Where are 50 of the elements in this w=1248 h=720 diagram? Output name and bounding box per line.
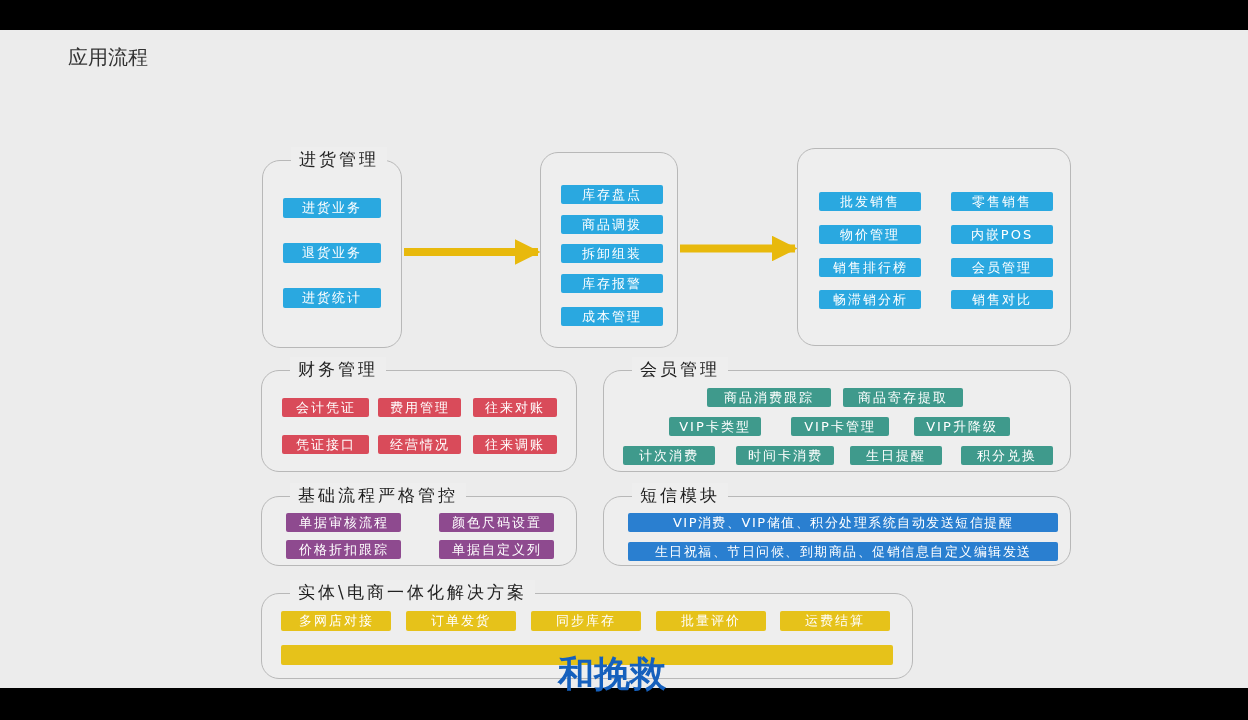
feature-label: 往来调账: [473, 435, 557, 454]
feature-label: 生日提醒: [850, 446, 942, 465]
feature-label: 计次消费: [623, 446, 715, 465]
feature-label: 内嵌POS: [951, 225, 1053, 244]
feature-label: VIP消费、VIP储值、积分处理系统自动发送短信提醒: [628, 513, 1058, 532]
flow-arrow: [404, 239, 541, 265]
feature-label: 畅滞销分析: [819, 290, 921, 309]
group-panel: [540, 152, 678, 348]
panel-heading: 基础流程严格管控: [290, 483, 466, 507]
feature-label: 批量评价: [656, 611, 766, 631]
feature-label: VIP卡类型: [669, 417, 761, 436]
feature-label: 成本管理: [561, 307, 663, 326]
feature-label: 会计凭证: [282, 398, 369, 417]
feature-label: 商品调拨: [561, 215, 663, 234]
feature-label: 凭证接口: [282, 435, 369, 454]
feature-label: 销售排行榜: [819, 258, 921, 277]
feature-label: 进货业务: [283, 198, 381, 218]
feature-label: 库存盘点: [561, 185, 663, 204]
feature-label: 经营情况: [378, 435, 461, 454]
feature-label: 会员管理: [951, 258, 1053, 277]
feature-label: 价格折扣跟踪: [286, 540, 401, 559]
feature-label: VIP卡管理: [791, 417, 889, 436]
subtitle-caption: 和挽救: [558, 652, 666, 696]
feature-label: 多网店对接: [281, 611, 391, 631]
page-title: 应用流程: [68, 44, 148, 71]
flow-arrow: [680, 235, 798, 262]
feature-label: 订单发货: [406, 611, 516, 631]
feature-label: VIP升降级: [914, 417, 1010, 436]
feature-label: 批发销售: [819, 192, 921, 211]
feature-label: 商品消费跟踪: [707, 388, 831, 407]
feature-label: 积分兑换: [961, 446, 1053, 465]
feature-label: 商品寄存提取: [843, 388, 963, 407]
feature-label: 单据自定义列: [439, 540, 554, 559]
feature-label: 拆卸组装: [561, 244, 663, 263]
feature-label: 运费结算: [780, 611, 890, 631]
group-panel: [797, 148, 1071, 346]
feature-label: 销售对比: [951, 290, 1053, 309]
feature-label: 单据审核流程: [286, 513, 401, 532]
feature-label: 往来对账: [473, 398, 557, 417]
feature-label: 退货业务: [283, 243, 381, 263]
feature-label: 进货统计: [283, 288, 381, 308]
panel-heading: 实体\电商一体化解决方案: [290, 580, 535, 604]
feature-label: 零售销售: [951, 192, 1053, 211]
feature-label: 费用管理: [378, 398, 461, 417]
feature-label: 生日祝福、节日问候、到期商品、促销信息自定义编辑发送: [628, 542, 1058, 561]
feature-label: 物价管理: [819, 225, 921, 244]
feature-label: 颜色尺码设置: [439, 513, 554, 532]
feature-label: 同步库存: [531, 611, 641, 631]
feature-label: 库存报警: [561, 274, 663, 293]
feature-label: 时间卡消费: [736, 446, 834, 465]
